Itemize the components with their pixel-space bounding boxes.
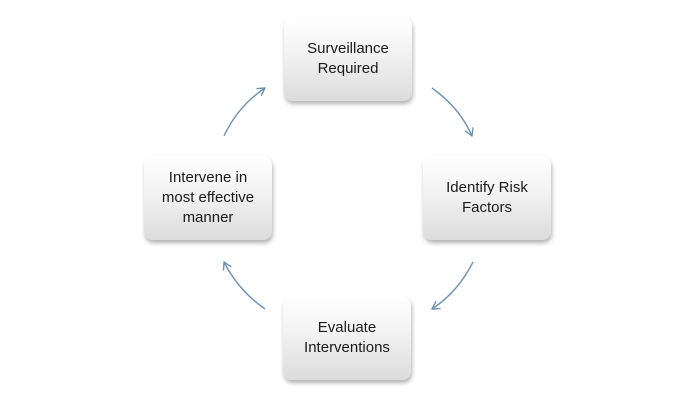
arrow-top-to-right <box>431 87 474 137</box>
arrow-bottom-to-left <box>222 261 266 310</box>
node-surveillance-required: Surveillance Required <box>284 17 412 101</box>
node-label: Identify Risk Factors <box>446 179 528 216</box>
node-label: Surveillance Required <box>307 40 389 77</box>
node-intervene-most-effective-manner: Intervene in most effective manner <box>144 156 272 240</box>
node-evaluate-interventions: Evaluate Interventions <box>283 296 411 380</box>
arrow-right-to-bottom <box>431 261 474 310</box>
node-label: Evaluate Interventions <box>304 319 390 356</box>
node-identify-risk-factors: Identify Risk Factors <box>423 156 551 240</box>
node-label: Intervene in most effective manner <box>161 169 255 226</box>
arrow-left-to-top <box>223 87 266 137</box>
